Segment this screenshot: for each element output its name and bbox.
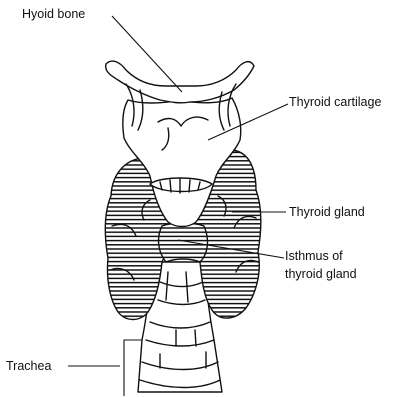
label-hyoid-bone: Hyoid bone — [22, 7, 85, 21]
label-thyroid-cartilage: Thyroid cartilage — [289, 95, 381, 109]
thyroid-isthmus — [159, 223, 208, 262]
label-thyroid-gland: Thyroid gland — [289, 205, 365, 219]
label-isthmus-line2: thyroid gland — [285, 267, 357, 281]
label-trachea: Trachea — [6, 359, 51, 373]
label-isthmus-line1: Isthmus of — [285, 249, 343, 263]
